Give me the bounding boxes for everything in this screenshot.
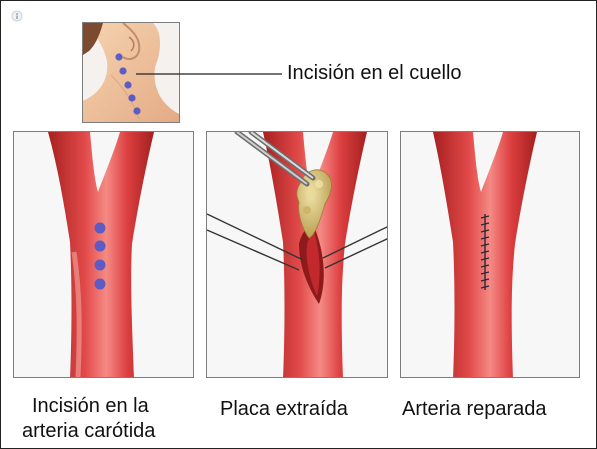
neck-skin <box>83 23 179 122</box>
caption-incision-line1: Incisión en la <box>32 395 149 417</box>
caption-plaque: Placa extraída <box>220 398 348 420</box>
carotid-artery <box>48 132 154 377</box>
incision-dot <box>133 107 141 115</box>
incision-dot <box>94 240 106 252</box>
incision-dot <box>128 94 136 102</box>
neck-illustration <box>82 22 180 123</box>
suture-icon <box>480 214 490 290</box>
caption-repaired: Arteria reparada <box>402 398 547 420</box>
incision-dot <box>124 81 132 89</box>
artery-repaired-panel <box>400 131 580 378</box>
artery-incision-panel <box>13 131 194 378</box>
incision-dot <box>94 278 106 290</box>
incision-dot <box>94 222 106 234</box>
retractor-icon <box>207 213 387 271</box>
neck-incision-label: Incisión en el cuello <box>287 62 462 84</box>
incision-dot <box>119 67 127 75</box>
caption-incision-line2: arteria carótida <box>22 420 156 442</box>
plaque-removed-panel <box>206 131 388 378</box>
plaque <box>296 169 332 239</box>
incision-dot <box>115 53 123 61</box>
incision-dot <box>94 259 106 271</box>
forceps-icon <box>234 132 316 187</box>
info-icon <box>11 10 23 22</box>
